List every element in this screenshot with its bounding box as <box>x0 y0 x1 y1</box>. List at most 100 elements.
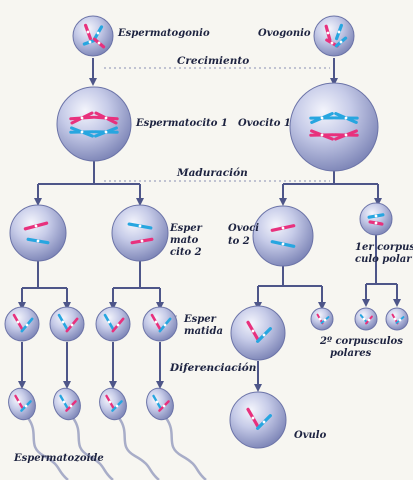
cell-membrane <box>9 204 67 262</box>
chromosome <box>334 36 348 48</box>
chromosome <box>92 37 106 49</box>
cell-membrane <box>313 15 355 57</box>
espermatocito2-label-line2: mato <box>170 235 199 246</box>
chromosome <box>335 23 343 41</box>
sperm-head <box>146 387 174 421</box>
chromosome <box>111 400 123 412</box>
sperm-head <box>53 387 81 421</box>
chromosome <box>324 24 332 42</box>
chromosome-pair <box>93 111 119 125</box>
maduracion-stage-label: Maduración <box>177 167 248 179</box>
chromosome <box>150 313 162 331</box>
cell-membrane <box>56 86 132 162</box>
chromosome-pair <box>69 111 95 125</box>
ovulo-label: Ovulo <box>294 430 327 441</box>
espermatozoide-3-tail <box>117 417 160 480</box>
corpusculo2-c-cell <box>385 307 409 331</box>
chromosome <box>368 220 384 226</box>
chromosome <box>59 394 69 410</box>
sperm-head <box>99 387 127 421</box>
chromosome <box>270 224 296 232</box>
cell-membrane <box>72 15 114 57</box>
chromosome-pair <box>93 126 119 138</box>
diferenciacion-stage-label: Diferenciación <box>170 362 257 374</box>
ovotida-cell <box>230 305 286 361</box>
espermatozoide-3-head <box>99 387 127 421</box>
chromosome <box>12 313 24 331</box>
chromosome <box>127 222 153 230</box>
chromosome <box>84 23 92 41</box>
corpusculo2-b-cell <box>354 307 378 331</box>
corpusculos2-label-line2: polares <box>330 348 372 359</box>
cell-membrane <box>289 82 379 172</box>
espermatida-3-cell <box>95 306 131 342</box>
ovocito2-label-line1: Ovoci <box>228 223 260 234</box>
espermatozoide-label: Espermatozoide <box>14 453 104 464</box>
ovocito2-label-line2: to 2 <box>228 236 250 247</box>
cell-membrane <box>229 391 287 449</box>
espermatocito2-left-cell <box>9 204 67 262</box>
chromosome-pair <box>69 126 95 138</box>
espermatozoide-1-tail <box>26 417 69 480</box>
espermatogonio-label: Espermatogonio <box>118 28 210 39</box>
chromosome <box>158 400 170 412</box>
chromosome <box>65 400 77 412</box>
chromosome <box>256 327 272 343</box>
espermatocito1-cell <box>56 86 132 162</box>
chromosome <box>20 317 34 333</box>
espermatozoide-4-tail <box>164 417 207 480</box>
espermatozoide-4-head <box>146 387 174 421</box>
espermatocito2-label-line3: cito 2 <box>170 247 202 258</box>
ovogonio-cell <box>313 15 355 57</box>
chromosome <box>111 317 125 333</box>
cell-membrane <box>359 202 393 236</box>
cell-membrane <box>354 307 378 331</box>
espermatida-label-line2: matida <box>184 326 223 337</box>
chromosome <box>395 316 405 324</box>
sperm-head <box>8 387 36 421</box>
chromosome <box>20 400 32 412</box>
chromosome <box>152 394 162 410</box>
chromosome <box>103 313 115 331</box>
corpusculos2-label-line1: 2º corpusculos <box>320 336 403 347</box>
ovogonio-label: Ovogonio <box>258 28 311 39</box>
chromosome <box>246 320 260 342</box>
chromosome-pair <box>333 129 359 141</box>
chromosome <box>23 221 49 231</box>
chromosome <box>365 315 373 325</box>
espermatozoide-2-tail <box>71 417 114 480</box>
ovulo-cell <box>229 391 287 449</box>
corpusculo1-label-line1: 1er corpus <box>355 242 413 253</box>
espermatozoide-1-head <box>8 387 36 421</box>
espermatida-label-line1: Esper <box>184 314 216 325</box>
espermatozoide-2-head <box>53 387 81 421</box>
chromosome <box>57 313 69 331</box>
cell-membrane <box>142 306 178 342</box>
cell-membrane <box>4 306 40 342</box>
cell-membrane <box>385 307 409 331</box>
espermatida-4-cell <box>142 306 178 342</box>
chromosome-pair <box>309 112 335 124</box>
chromosome <box>14 394 24 410</box>
cell-membrane <box>111 204 169 262</box>
espermatogonio-cell <box>72 15 114 57</box>
chromosome <box>367 213 385 219</box>
chromosome <box>158 317 172 333</box>
espermatocito2-label-line1: Esper <box>170 223 202 234</box>
crecimiento-stage-label: Crecimiento <box>177 55 250 67</box>
espermatida-2-cell <box>49 306 85 342</box>
chromosome-pair <box>309 129 335 141</box>
espermatida-1-cell <box>4 306 40 342</box>
chromosome <box>26 237 50 245</box>
ovocito1-cell <box>289 82 379 172</box>
cell-membrane <box>230 305 286 361</box>
chromosome-pair <box>333 112 359 124</box>
chromosome <box>130 237 154 245</box>
espermatocito1-label: Espermatocito 1 <box>136 118 228 129</box>
ovocito2-cell <box>252 205 314 267</box>
ovocito1-label: Ovocito 1 <box>238 118 291 129</box>
primer-corpusculo-polar-cell <box>359 202 393 236</box>
chromosome <box>270 240 296 248</box>
corpusculo2-a-cell <box>310 307 334 331</box>
